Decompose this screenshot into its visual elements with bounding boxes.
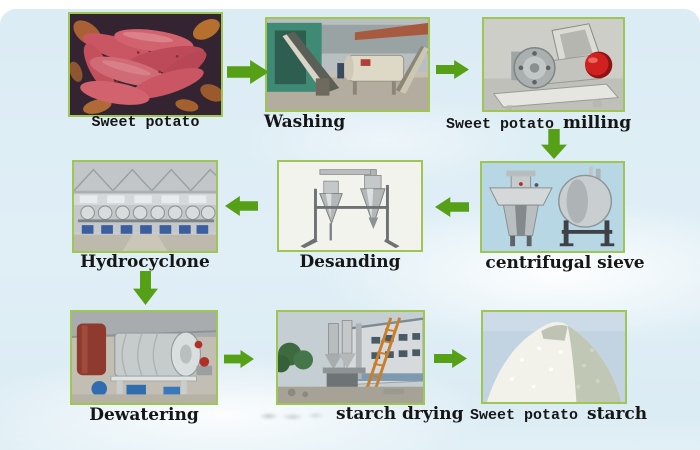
dewatering-caption: Dewatering xyxy=(89,405,199,425)
desanding-illustration xyxy=(279,162,421,250)
centrifugal-sieve-caption: centrifugal sieve xyxy=(485,253,645,273)
centrifugal-sieve-illustration xyxy=(482,163,623,251)
starch-drying-caption: starch drying xyxy=(336,404,464,424)
milling-illustration xyxy=(484,19,623,110)
sweet-potato-illustration xyxy=(70,14,221,115)
centrifugal-sieve-photo xyxy=(480,161,625,253)
erased-caption-smudge xyxy=(258,409,330,422)
milling-caption: Sweet potato milling xyxy=(446,113,632,133)
desanding-caption: Desanding xyxy=(299,252,401,272)
starch-drying-photo xyxy=(276,310,425,405)
milling-photo xyxy=(482,17,625,112)
washing-photo xyxy=(265,17,430,112)
desanding-photo xyxy=(277,160,423,252)
dewatering-photo xyxy=(70,310,218,405)
sweet-potato-starch-caption: Sweet potato starch xyxy=(470,404,648,424)
sweet-potato-starch-illustration xyxy=(483,312,625,402)
dewatering-illustration xyxy=(72,312,216,403)
washing-illustration xyxy=(267,19,428,110)
sweet-potato-caption: Sweet potato xyxy=(91,114,200,131)
hydrocyclone-photo xyxy=(72,160,218,253)
starch-drying-illustration xyxy=(278,312,423,403)
hydrocyclone-illustration xyxy=(74,162,216,251)
hydrocyclone-caption: Hydrocyclone xyxy=(80,252,210,272)
sweet-potato-photo xyxy=(68,12,223,117)
washing-caption: Washing xyxy=(264,112,346,132)
sweet-potato-starch-photo xyxy=(481,310,627,404)
